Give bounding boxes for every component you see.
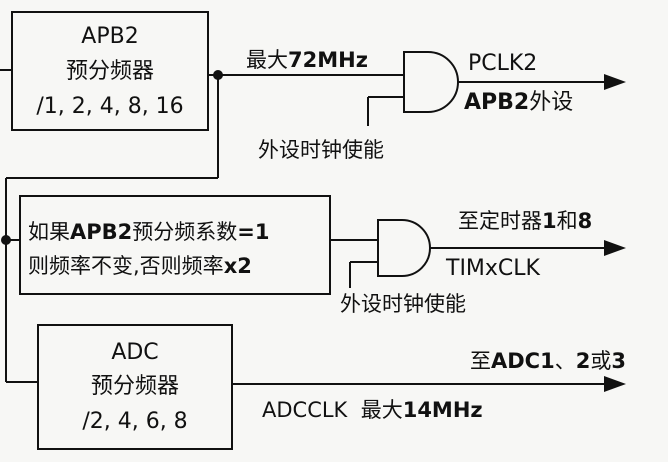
multiplier-condition-b: APB2	[70, 220, 133, 244]
apb2-max-value: 72MHz	[288, 48, 368, 72]
timxclk-destination-b: 1	[542, 209, 557, 233]
adcclk-spacer	[347, 398, 360, 422]
pclk2-destination-suffix: 外设	[529, 90, 574, 115]
timxclk-name: TIMxCLK	[446, 256, 540, 281]
adcclk-max-value: 14MHz	[402, 398, 483, 422]
apb2-prescaler-ratios: /1, 2, 4, 8, 16	[36, 94, 184, 119]
timxclk-enable-label: 外设时钟使能	[340, 292, 466, 316]
adc-prescaler-box	[37, 324, 233, 450]
adcclk-label: ADCCLK 最大14MHz	[262, 400, 483, 421]
and-gate-pclk2	[403, 51, 459, 113]
timxclk-destination-d: 8	[577, 209, 593, 233]
adcclk-arrowhead	[604, 376, 626, 392]
pclk2-enable-label: 外设时钟使能	[258, 138, 384, 162]
apb2-prescaler-box	[11, 11, 209, 131]
adcclk-max-prefix: 最大	[360, 398, 403, 422]
junction-dot-multiplier	[1, 235, 11, 245]
apb2-max-prefix: 最大	[246, 48, 288, 72]
pclk2-name: PCLK2	[468, 51, 538, 76]
timxclk-destination-c: 和	[556, 209, 578, 233]
multiplier-condition: 如果APB2预分频系数=1	[28, 222, 269, 243]
multiplier-result: 则频率不变,否则频率x2	[28, 256, 252, 277]
multiplier-condition-d: =1	[237, 220, 270, 244]
adcclk-destination-e: 或	[590, 349, 612, 373]
adcclk-destination-b: ADC1	[491, 349, 555, 373]
pclk2-destination: APB2外设	[464, 92, 573, 114]
pclk2-destination-bold: APB2	[464, 90, 530, 115]
adcclk-name: ADCCLK	[262, 398, 348, 422]
timxclk-arrowhead	[604, 240, 626, 256]
adcclk-destination: 至ADC1、2或3	[470, 351, 626, 372]
adc-prescaler-ratios: /2, 4, 6, 8	[82, 409, 188, 434]
multiplier-result-b: x2	[223, 254, 252, 278]
junction-dot-apb2	[213, 70, 223, 80]
timer-multiplier-box	[19, 195, 331, 295]
apb2-prescaler-subtitle: 预分频器	[65, 59, 154, 84]
adcclk-destination-a: 至	[470, 349, 491, 373]
apb2-prescaler-title: APB2	[81, 24, 139, 49]
apb2-max-label: 最大72MHz	[246, 50, 368, 71]
multiplier-condition-c: 预分频系数	[132, 220, 238, 244]
adc-prescaler-subtitle: 预分频器	[90, 374, 179, 399]
multiplier-result-a: 则频率不变,否则频率	[28, 254, 224, 278]
adcclk-destination-f: 3	[611, 349, 626, 373]
timxclk-destination-a: 至定时器	[458, 209, 542, 233]
adc-prescaler-title: ADC	[111, 340, 159, 365]
multiplier-condition-a: 如果	[28, 220, 70, 244]
adcclk-destination-d: 2	[575, 349, 591, 373]
and-gate-timxclk	[377, 219, 431, 277]
timxclk-destination: 至定时器1和8	[458, 211, 592, 232]
adcclk-destination-c: 、	[554, 349, 576, 373]
pclk2-arrowhead	[604, 74, 626, 90]
